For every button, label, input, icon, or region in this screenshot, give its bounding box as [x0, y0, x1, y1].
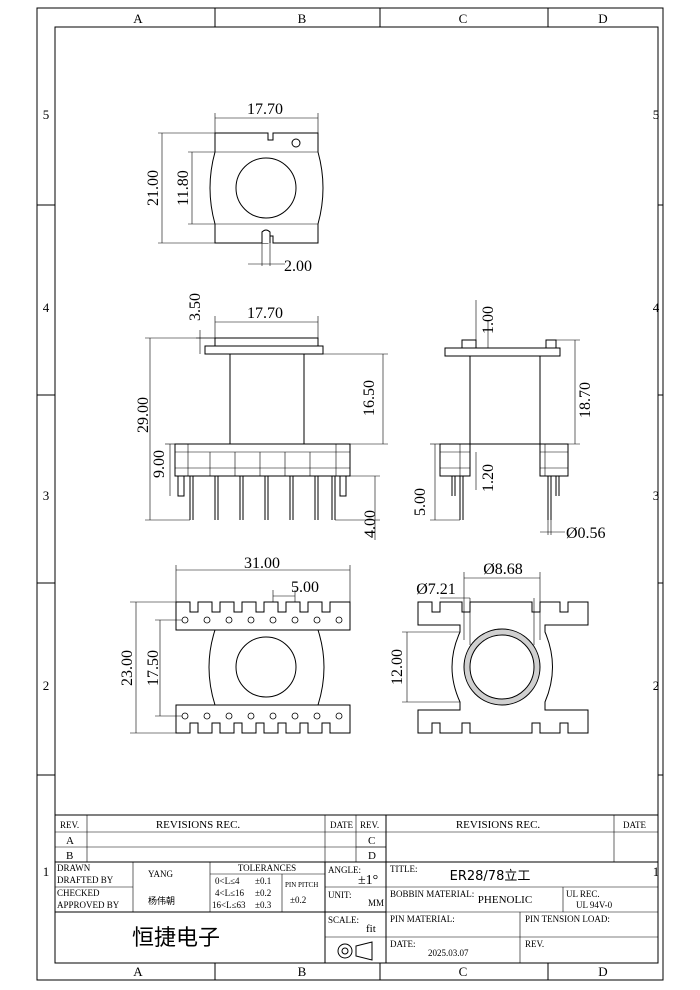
top-view: [158, 113, 324, 266]
tb-tol-val2: ±0.2: [255, 888, 271, 898]
section-view: [402, 572, 589, 734]
tb-rev-label: REV.: [525, 939, 544, 949]
row-label-1-right: 1: [653, 864, 660, 879]
tb-date-val: 2025.03.07: [428, 948, 469, 958]
col-label-d: D: [598, 11, 607, 26]
grid-ticks: [37, 8, 663, 980]
dim-front-flange: 3.50: [187, 293, 204, 321]
tb-revisions-header-right: REVISIONS REC.: [456, 819, 541, 831]
tb-pin-pitch-val: ±0.2: [290, 895, 306, 905]
tb-date-label: DATE:: [390, 939, 416, 949]
dim-top-width: 17.70: [247, 101, 283, 118]
dim-bottom-pitch: 5.00: [291, 579, 319, 596]
col-label-b-bottom: B: [298, 964, 307, 979]
outer-border: [36, 7, 664, 981]
tb-rev-d: D: [368, 850, 376, 862]
tb-date-header-right: DATE: [623, 820, 646, 830]
tb-drafted-by: DRAFTED BY: [57, 875, 114, 885]
pin1-marker: [291, 138, 301, 148]
tb-angle-val: ±1°: [358, 873, 378, 888]
row-label-5: 5: [43, 107, 50, 122]
dim-section-outer: Ø8.68: [483, 561, 523, 578]
tb-approved-name: 杨伟朝: [148, 895, 175, 907]
tb-rev-header-right: REV.: [360, 820, 379, 830]
dim-bottom-width: 31.00: [244, 555, 280, 572]
dim-front-width: 17.70: [247, 305, 283, 322]
tb-angle-label: ANGLE:: [328, 865, 361, 875]
top-center-hole: [235, 157, 297, 219]
dim-top-height: 21.00: [145, 170, 162, 206]
tb-tolerances: TOLERANCES: [238, 863, 296, 873]
col-label-a: A: [133, 11, 143, 26]
bottom-view: [130, 565, 351, 734]
tb-checked: CHECKED: [57, 888, 100, 898]
tb-pin-tension-label: PIN TENSION LOAD:: [525, 914, 610, 924]
tb-title-label: TITLE:: [390, 864, 418, 874]
col-label-c: C: [459, 11, 468, 26]
tb-scale-label: SCALE:: [328, 915, 359, 925]
tb-rev-a: A: [66, 835, 74, 847]
tb-rev-b: B: [66, 850, 73, 862]
dim-side-body: 18.70: [577, 382, 594, 418]
tb-pin-material-label: PIN MATERIAL:: [390, 914, 455, 924]
tb-scale-val: fit: [366, 923, 376, 935]
col-label-b: B: [298, 11, 307, 26]
col-label-a-bottom: A: [133, 964, 143, 979]
tb-rev-header: REV.: [60, 820, 79, 830]
tb-drawn: DRAWN: [57, 863, 91, 873]
front-view: [145, 316, 388, 540]
dim-front-base: 9.00: [151, 450, 168, 478]
row-label-3-right: 3: [653, 488, 660, 503]
tb-tol-row1: 0<L≤4: [215, 876, 240, 886]
row-label-2-right: 2: [653, 678, 660, 693]
side-view: [430, 300, 580, 535]
row-label-4-right: 4: [653, 300, 660, 315]
tb-tol-val1: ±0.1: [255, 876, 271, 886]
dim-side-top: 1.00: [480, 306, 497, 334]
row-label-2: 2: [43, 678, 50, 693]
row-label-1: 1: [43, 864, 50, 879]
tb-ul-label: UL REC.: [566, 889, 600, 899]
dim-front-total: 29.00: [135, 397, 152, 433]
dim-side-base: 5.00: [412, 488, 429, 516]
tb-pin-pitch: PIN PITCH: [285, 881, 318, 889]
row-label-3: 3: [43, 488, 50, 503]
tb-title-val: ER28/78立工: [450, 869, 531, 884]
tb-revisions-header: REVISIONS REC.: [156, 819, 241, 831]
dim-bottom-height: 23.00: [119, 650, 136, 686]
tb-bobbin-label: BOBBIN MATERIAL:: [390, 889, 474, 899]
projection-symbol: [337, 943, 353, 959]
dim-bottom-inner: 17.50: [145, 650, 162, 686]
inner-border: [54, 26, 659, 964]
dim-section-inner: Ø7.21: [416, 581, 456, 598]
col-label-d-bottom: D: [598, 964, 607, 979]
row-label-4: 4: [43, 300, 50, 315]
tb-tol-row3: 16<L≤63: [212, 900, 246, 910]
tb-tol-row2: 4<L≤16: [215, 888, 245, 898]
section-tube-inner: [469, 634, 535, 700]
tb-date-header: DATE: [330, 820, 353, 830]
col-label-c-bottom: C: [459, 964, 468, 979]
tb-bobbin-val: PHENOLIC: [478, 894, 532, 906]
tb-company: 恒捷电子: [132, 926, 220, 951]
row-label-5-right: 5: [653, 107, 660, 122]
dim-top-slot: 2.00: [284, 258, 312, 275]
tb-drafted-name: YANG: [148, 869, 174, 879]
tb-rev-c: C: [368, 835, 375, 847]
tb-tol-val3: ±0.3: [255, 900, 272, 910]
dim-side-gap: 1.20: [480, 464, 497, 492]
tb-unit-val: MM: [368, 898, 384, 908]
tb-ul-val: UL 94V-0: [576, 900, 613, 910]
dim-front-body: 16.50: [361, 380, 378, 416]
dim-section-height: 12.00: [389, 649, 406, 685]
tb-approved-by: APPROVED BY: [57, 900, 120, 910]
tb-unit-label: UNIT:: [328, 890, 352, 900]
dim-front-pin: 4.00: [362, 510, 379, 538]
title-block: [55, 814, 658, 963]
dim-side-pin-dia: Ø0.56: [566, 525, 606, 542]
dim-top-inner: 11.80: [175, 170, 192, 205]
